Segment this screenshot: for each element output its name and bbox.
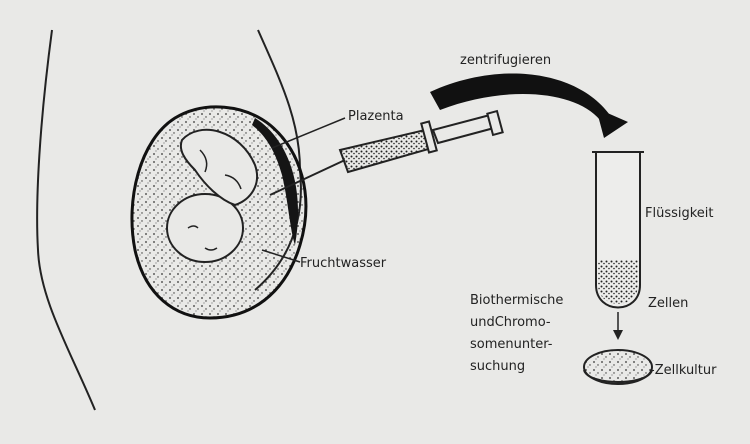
- label-analysis-line1: Biothermische: [470, 292, 563, 310]
- body-outline-left: [37, 30, 95, 410]
- label-amniotic-fluid: Fruchtwasser: [300, 255, 386, 273]
- label-analysis-line3: somenunter-: [470, 336, 552, 354]
- label-cells: Zellen: [648, 295, 688, 313]
- centrifuge-arrow: [430, 73, 612, 120]
- petri-dish: [584, 350, 652, 384]
- label-analysis-line2: undChromo-: [470, 314, 551, 332]
- test-tube: [592, 152, 644, 308]
- label-centrifuge: zentrifugieren: [460, 52, 551, 70]
- label-analysis-line4: suchung: [470, 358, 525, 376]
- label-cell-culture: -Zellkultur: [650, 362, 716, 380]
- label-liquid: Flüssigkeit: [645, 205, 714, 223]
- placenta-leader: [272, 118, 345, 148]
- label-placenta: Plazenta: [348, 108, 404, 126]
